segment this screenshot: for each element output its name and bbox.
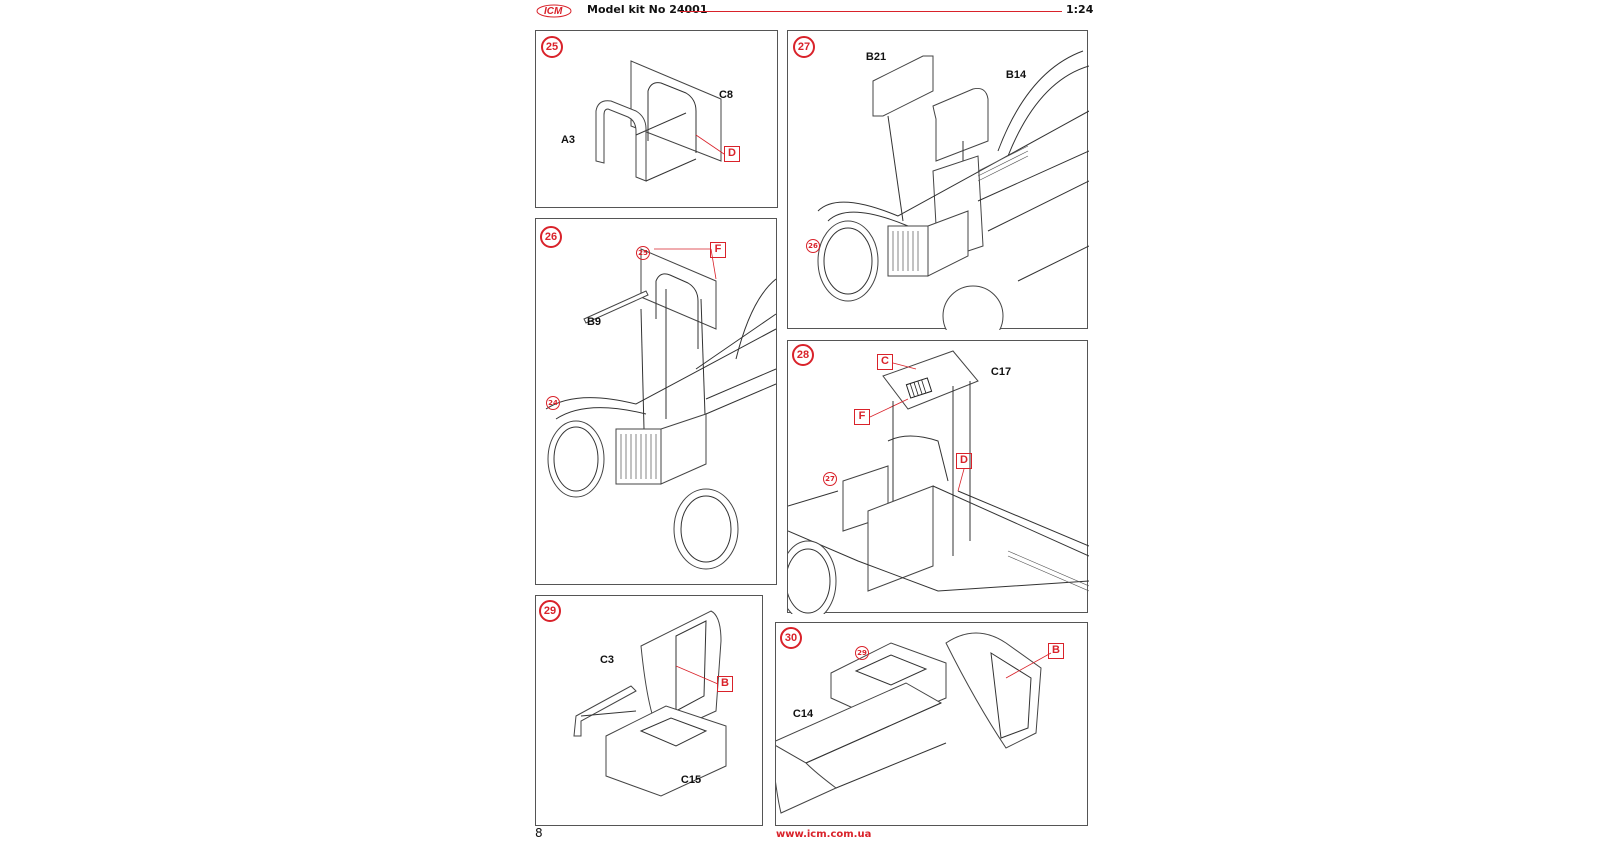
color-code-f: F [854,409,870,425]
step-29-panel: 29 C3 B C15 [535,595,763,826]
step-number-badge: 29 [539,600,561,622]
step-26-panel: 26 25 F B9 24 [535,218,777,585]
header-divider [680,11,1062,12]
step-number-badge: 28 [792,344,814,366]
step-27-panel: 27 B21 B14 26 [787,30,1089,330]
icm-logo: ICM [536,2,576,22]
color-code-d: D [724,146,740,162]
step-30-drawing [776,632,1052,814]
website-link[interactable]: www.icm.com.ua [776,829,872,840]
part-label-b21: B21 [865,51,887,63]
color-code-b: B [717,676,733,692]
step-reference-29: 29 [855,646,869,660]
step-reference-25: 25 [636,246,650,260]
part-label-a3: A3 [560,134,576,146]
part-label-c8: C8 [718,89,734,101]
step-number-badge: 27 [793,36,815,58]
kit-title: Model kit No 24001 [587,3,708,16]
step-reference-27: 27 [823,472,837,486]
part-label-b9: B9 [586,316,602,328]
step-number-badge: 26 [540,226,562,248]
step-number-badge: 30 [780,627,802,649]
step-29-drawing [573,610,727,797]
page-number: 8 [535,826,543,840]
step-25-panel: 25 A3 C8 D [535,30,778,208]
color-code-f: F [710,242,726,258]
color-code-d: D [956,453,972,469]
step-28-panel: 28 C C17 F D 27 [787,340,1089,614]
part-label-c15: C15 [680,774,702,786]
step-reference-24: 24 [546,396,560,410]
step-28-drawing [788,350,1089,614]
step-reference-26: 26 [806,239,820,253]
scale-label: 1:24 [1066,3,1094,16]
part-label-c14: C14 [792,708,814,720]
step-25-drawing [595,60,725,182]
part-label-c3: C3 [599,654,615,666]
step-26-drawing [545,248,777,570]
svg-text:ICM: ICM [544,6,563,17]
color-code-c: C [877,354,893,370]
step-30-panel: 30 29 B C14 [775,622,1088,826]
step-number-badge: 25 [541,36,563,58]
color-code-b: B [1048,643,1064,659]
step-27-drawing [817,50,1089,330]
part-label-c17: C17 [990,366,1012,378]
part-label-b14: B14 [1005,69,1027,81]
